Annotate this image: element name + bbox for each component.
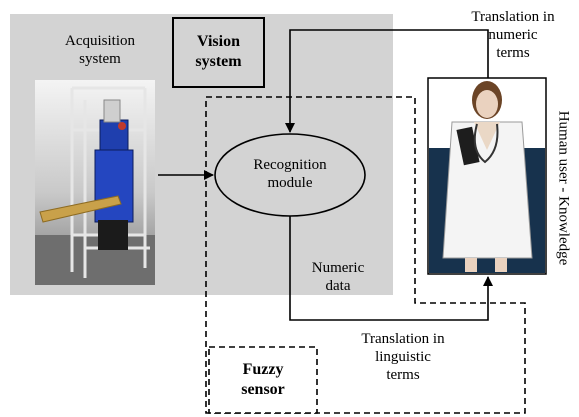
translation-numeric-label: Translation in numeric terms — [471, 9, 555, 61]
human-user-picture — [427, 77, 547, 275]
numeric-data-label: Numeric data — [311, 260, 365, 294]
fuzzy-sensor-boundary — [205, 96, 526, 414]
acquisition-system-label: Acquisition system — [65, 33, 135, 67]
fuzzy-sensor-box — [208, 346, 318, 414]
acquisition-photo — [35, 80, 155, 285]
fuzzy-sensor-label: Fuzzy sensor — [241, 361, 285, 398]
translation-linguistic-label: Translation in linguistic terms — [361, 331, 445, 383]
recognition-module-label: Recognition module — [253, 157, 327, 191]
linguistic-translation-arrow — [289, 216, 493, 321]
human-user-knowledge-label: Human user - Knowledge — [555, 110, 572, 266]
vision-system-label: Vision system — [195, 33, 242, 70]
vision-system-box — [172, 17, 265, 88]
numeric-translation-arrow — [285, 29, 489, 133]
